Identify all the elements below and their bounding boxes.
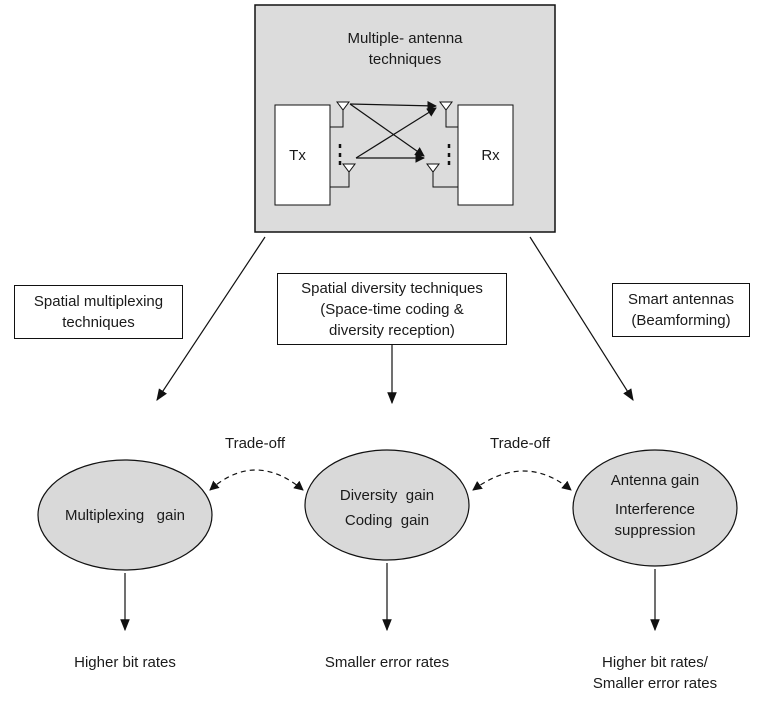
spatial-multiplexing-line1: Spatial multiplexing	[33, 293, 164, 310]
outcome-left: Higher bit rates	[74, 654, 176, 671]
spatial-diversity-line2: (Space-time coding &	[320, 300, 464, 318]
antenna-gain-ellipse	[572, 449, 738, 567]
panel-title-line2: techniques	[368, 51, 442, 68]
tx-box	[274, 104, 331, 206]
diversity-gain-line: Diversity gain	[339, 487, 435, 504]
channel-arrows	[349, 101, 437, 163]
branch-arrows	[156, 236, 634, 405]
tx-antennas	[330, 101, 356, 188]
tradeoff-right-label: Trade-off	[489, 435, 551, 452]
tradeoff-curves	[209, 469, 572, 491]
spatial-diversity-line1: Spatial diversity techniques	[301, 279, 483, 297]
smart-antennas-box: Smart antennas (Beamforming)	[612, 283, 750, 337]
suppression-line: suppression	[614, 522, 696, 539]
outcome-right: Higher bit rates/ Smaller error rates	[560, 652, 750, 694]
coding-gain-line: Coding gain	[344, 512, 430, 529]
spatial-multiplexing-line2: techniques	[62, 314, 135, 331]
panel-title-line1: Multiple- antenna	[347, 30, 463, 47]
rx-box	[457, 104, 514, 206]
spatial-diversity-line3: diversity reception)	[329, 321, 455, 339]
antenna-gain-line: Antenna gain	[610, 472, 700, 489]
interference-line: Interference	[614, 501, 696, 518]
smart-antennas-line1: Smart antennas	[628, 291, 734, 308]
spatial-diversity-box: Spatial diversity techniques (Space-time…	[277, 273, 507, 345]
diversity-gain-ellipse	[304, 449, 470, 561]
diversity-gain-text: Diversity gain Coding gain	[305, 485, 469, 531]
panel-title: Multiple- antenna techniques	[255, 28, 555, 70]
outcome-right-line2: Smaller error rates	[592, 675, 718, 692]
multiplexing-gain-text: Multiplexing gain	[64, 507, 186, 524]
outcome-right-line1: Higher bit rates/	[602, 654, 708, 671]
rx-label: Rx	[481, 147, 500, 164]
rx-antennas	[426, 101, 458, 188]
outcome-arrows	[120, 563, 660, 632]
outcome-middle: Smaller error rates	[324, 654, 450, 671]
spatial-multiplexing-box: Spatial multiplexing techniques	[14, 285, 183, 339]
multiplexing-gain-ellipse	[37, 459, 213, 571]
tx-label: Tx	[289, 147, 306, 164]
tradeoff-left-label: Trade-off	[224, 435, 286, 452]
antenna-gain-text: Antenna gain Interference suppression	[573, 470, 737, 541]
smart-antennas-line2: (Beamforming)	[631, 312, 731, 329]
